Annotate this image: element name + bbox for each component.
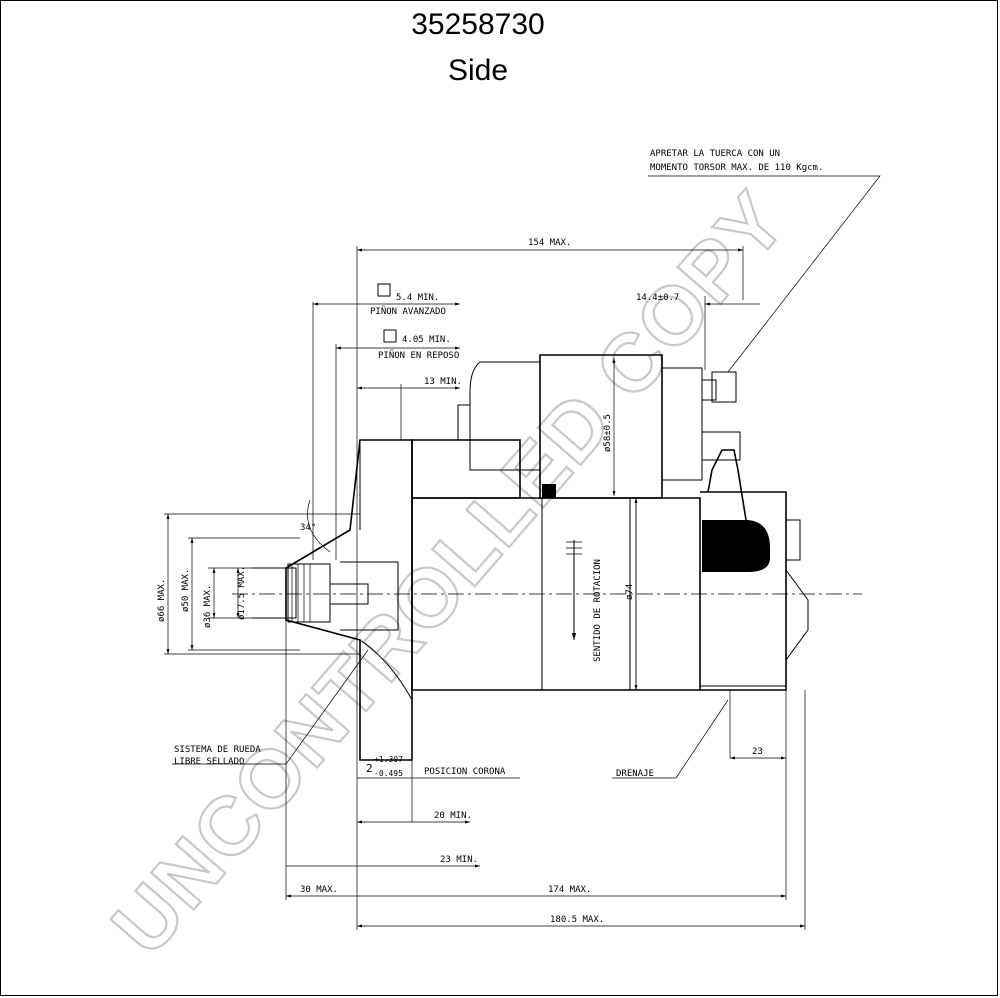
angle-arc (307, 499, 331, 553)
dim-154: 154 MAX. (528, 238, 571, 248)
dia-17-5: ø17.5 MAX. (237, 566, 247, 620)
angle-label: 34° (300, 523, 316, 533)
torque-note-line2: MOMENTO TORSOR MAX. DE 110 Kgcm. (650, 163, 823, 173)
tolerance-base: 2 (366, 762, 373, 775)
dim-23-right: 23 (752, 747, 763, 757)
dim-30: 30 MAX. (300, 885, 338, 895)
drive-housing (285, 439, 413, 761)
tolerance-plus: +1.307 (374, 755, 403, 764)
rotation-label: SENTIDO DE ROTACION (593, 559, 603, 662)
crown-position: POSICION CORONA (424, 767, 506, 777)
tolerance-minus: -0.495 (374, 769, 403, 778)
diameter-dimensions (164, 358, 638, 690)
terminal-cable (707, 449, 747, 521)
drain-label: DRENAJE (616, 769, 654, 779)
view-title: Side (447, 54, 509, 87)
rotation-arrow (566, 540, 582, 640)
dim-174: 174 MAX. (548, 885, 591, 895)
leader-lines (172, 175, 881, 779)
pinion-rest-value: 4.05 MIN. (402, 335, 451, 345)
part-number-title: 35258730 (411, 8, 545, 41)
dia-74: ø74 (625, 584, 635, 600)
freewheel-line2: LIBRE SELLADO (174, 757, 244, 767)
pinion (252, 563, 369, 623)
dim-23-min: 23 MIN. (440, 855, 478, 865)
dia-58: ø58±0.5 (603, 414, 613, 452)
dim-180-5: 180.5 MAX. (550, 915, 604, 925)
dim-20: 20 MIN. (434, 811, 472, 821)
datum-symbol-box (383, 329, 397, 343)
pinion-rest-label: PIÑON EN REPOSO (378, 350, 459, 361)
watermark-text: UNCONTROLLED COPY (95, 175, 805, 972)
pinion-advanced-value: 5.4 MIN. (396, 293, 439, 303)
reference-lines (285, 246, 806, 930)
drawing-labels: APRETAR LA TUERCA CON UN MOMENTO TORSOR … (157, 149, 823, 925)
pinion-advanced-label: PIÑON AVANZADO (370, 306, 446, 317)
dimension-lines (286, 248, 805, 928)
freewheel-line1: SISTEMA DE RUEDA (174, 745, 261, 755)
dia-36: ø36 MAX. (203, 585, 213, 628)
datum-symbol-box (377, 283, 391, 297)
dim-13: 13 MIN. (424, 377, 462, 387)
torque-note-line1: APRETAR LA TUERCA CON UN (650, 149, 780, 159)
dim-14-4: 14.4±0.7 (636, 293, 679, 303)
terminal-boot (702, 520, 770, 572)
dia-66: ø66 MAX. (157, 579, 167, 622)
dia-50: ø50 MAX. (181, 569, 191, 612)
